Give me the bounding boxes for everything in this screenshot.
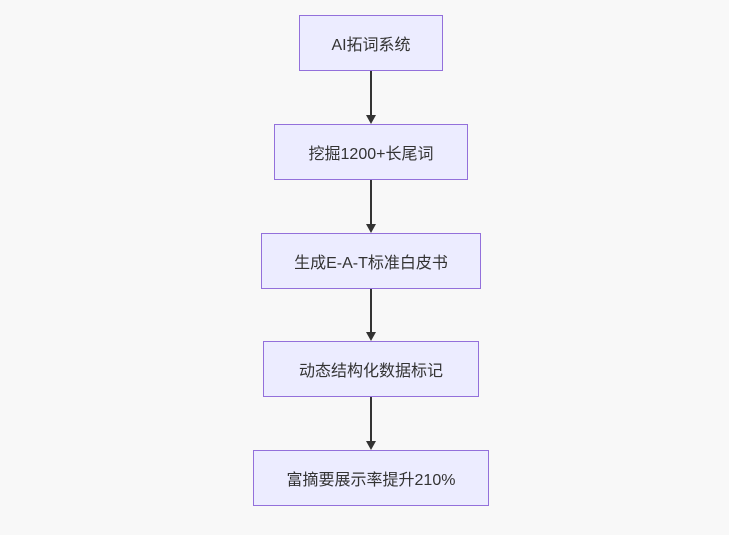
- flow-edge-2: [366, 180, 376, 233]
- flow-node-label: 生成E-A-T标准白皮书: [294, 255, 448, 272]
- flow-node-ai-word-expansion-system: AI拓词系统: [299, 15, 443, 71]
- flow-node-generate-eat-whitepaper: 生成E-A-T标准白皮书: [261, 233, 481, 289]
- arrow-down-icon: [366, 441, 376, 450]
- flow-node-label: 挖掘1200+长尾词: [308, 146, 434, 163]
- flow-node-label: 富摘要展示率提升210%: [286, 472, 456, 489]
- flow-node-rich-snippet-rate-increase: 富摘要展示率提升210%: [253, 450, 489, 506]
- edge-line: [370, 180, 372, 225]
- arrow-down-icon: [366, 224, 376, 233]
- arrow-down-icon: [366, 332, 376, 341]
- flow-edge-4: [366, 397, 376, 450]
- flow-node-label: AI拓词系统: [331, 37, 411, 54]
- flow-edge-3: [366, 289, 376, 341]
- edge-line: [370, 289, 372, 333]
- flow-node-label: 动态结构化数据标记: [298, 363, 443, 380]
- edge-line: [370, 71, 372, 116]
- flow-node-mine-longtail-keywords: 挖掘1200+长尾词: [274, 124, 468, 180]
- flow-node-dynamic-structured-data-markup: 动态结构化数据标记: [263, 341, 479, 397]
- edge-line: [370, 397, 372, 442]
- arrow-down-icon: [366, 115, 376, 124]
- flow-edge-1: [366, 71, 376, 124]
